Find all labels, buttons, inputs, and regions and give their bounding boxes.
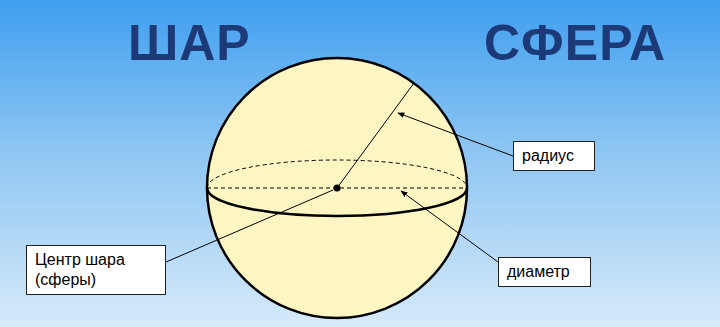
leader-line [398,113,513,156]
sphere [207,58,467,318]
equator-front [207,188,467,216]
callout-text: радиус [522,146,586,166]
leader-line [166,190,333,262]
equator-back [207,160,467,188]
heading-word: ШАР [128,18,251,68]
callout-box: радиус [513,141,595,171]
callout-text: диаметр [507,262,582,282]
callout-text: Центр шара (сферы) [35,250,157,290]
callout-box: диаметр [498,257,591,287]
radius-line [337,83,414,188]
leader-line [401,191,498,262]
heading-word: СФЕРА [484,18,666,68]
callout-box: Центр шара (сферы) [26,245,166,295]
center-dot [334,185,341,192]
